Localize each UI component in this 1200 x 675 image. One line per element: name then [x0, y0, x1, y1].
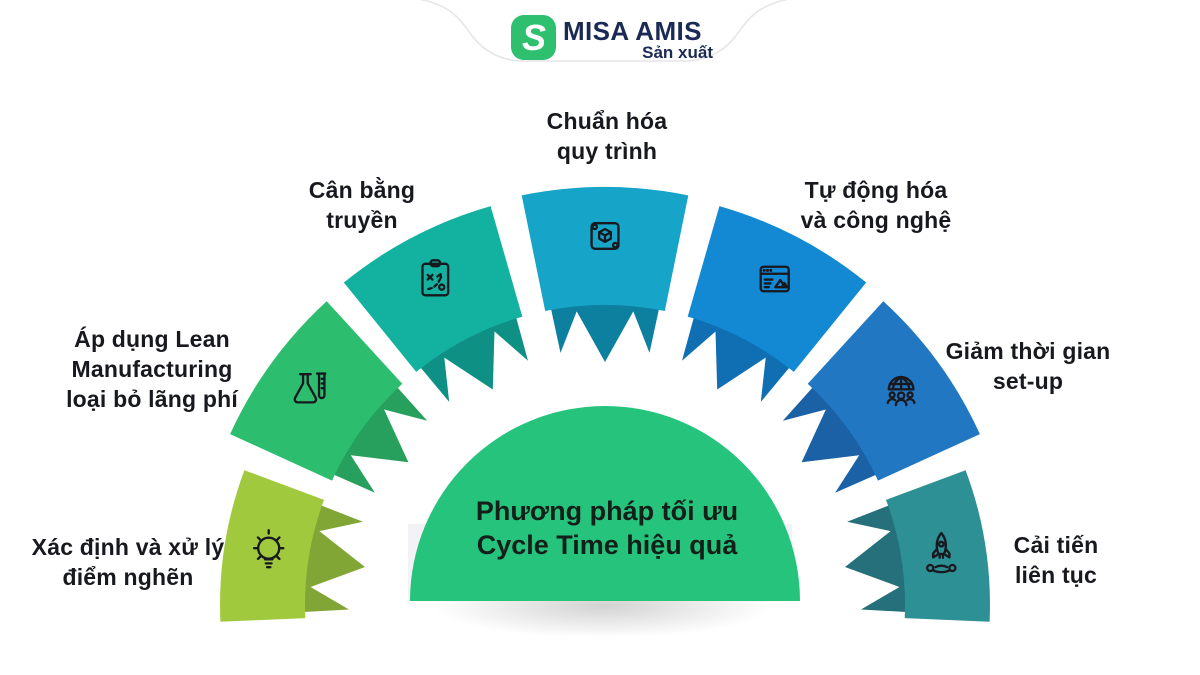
segment-fan-7 — [886, 470, 990, 622]
segment-fan-1 — [220, 470, 324, 622]
segment-label-7: Cải tiến liên tục — [1013, 532, 1099, 588]
segment-fan-6 — [807, 301, 980, 481]
segment-label-4: Chuẩn hóa quy trình — [546, 108, 668, 164]
diagram-title: Phương pháp tối ưu Cycle Time hiệu quả — [475, 496, 739, 560]
segments-layer — [220, 187, 990, 622]
misa-logo-icon — [511, 15, 556, 60]
segment-fan-2 — [230, 301, 403, 481]
segment-fan-3 — [343, 206, 523, 372]
segment-label-3: Cân bằng truyền — [308, 177, 416, 233]
segment-label-6: Giảm thời gian set-up — [945, 338, 1111, 394]
segment-label-5: Tự động hóa và công nghệ — [800, 177, 952, 233]
brand-name: MISA AMIS — [563, 16, 702, 46]
brand-subtitle: Sản xuất — [642, 43, 713, 62]
segment-label-1: Xác định và xử lý điểm nghẽn — [31, 534, 225, 590]
segment-fan-5 — [687, 206, 867, 372]
center-semicircle — [410, 406, 800, 601]
segment-label-2: Áp dụng Lean Manufacturing loại bỏ lãng … — [66, 326, 238, 412]
misa-logo-glyph: S — [522, 17, 546, 58]
